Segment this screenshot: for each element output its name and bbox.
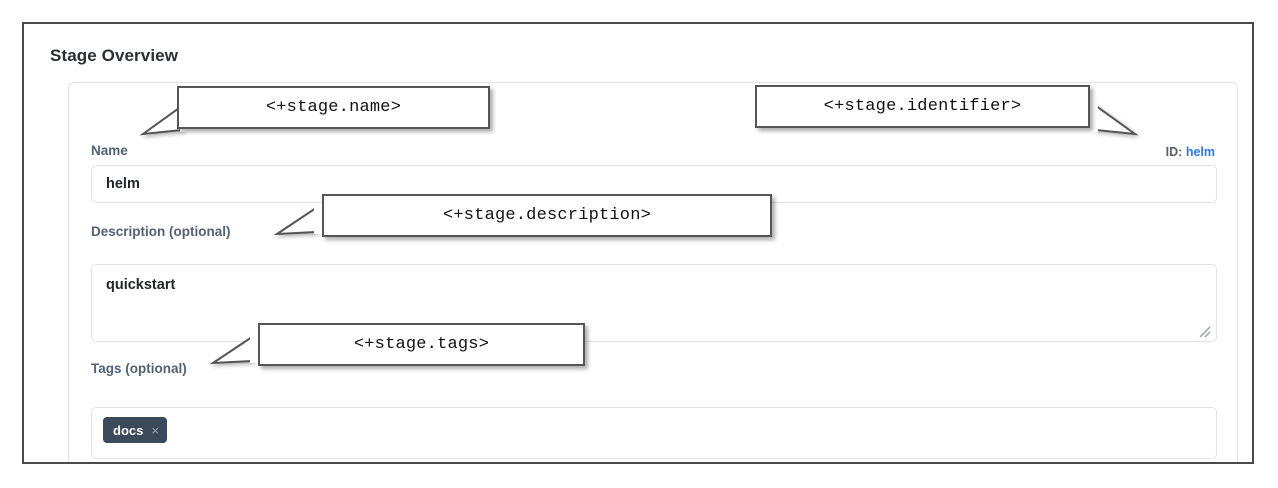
tag-chip-label: docs: [113, 422, 144, 438]
stage-id-value[interactable]: helm: [1185, 145, 1215, 159]
tag-remove-icon[interactable]: ×: [151, 422, 159, 438]
name-field-label: Name: [91, 143, 128, 158]
description-field-label: Description (optional): [91, 224, 231, 239]
stage-overview-form-card: Name ID: helm Description (optional) qui…: [68, 82, 1238, 462]
tags-field-label: Tags (optional): [91, 361, 187, 376]
page-title: Stage Overview: [50, 46, 179, 65]
tags-input[interactable]: docs ×: [91, 407, 1217, 459]
stage-id-line: ID: helm: [1166, 145, 1215, 159]
callout-stage-identifier-text: <+stage.identifier>: [823, 97, 1022, 116]
callout-stage-name: <+stage.name>: [177, 86, 490, 129]
callout-stage-tags-text: <+stage.tags>: [353, 335, 490, 354]
callout-stage-name-text: <+stage.name>: [265, 98, 402, 117]
callout-stage-description: <+stage.description>: [322, 194, 772, 237]
tag-chip-docs[interactable]: docs ×: [103, 417, 167, 443]
callout-stage-identifier: <+stage.identifier>: [755, 85, 1090, 128]
callout-stage-description-text: <+stage.description>: [442, 206, 652, 225]
stage-id-label: ID:: [1165, 145, 1183, 159]
callout-stage-tags: <+stage.tags>: [258, 323, 585, 366]
